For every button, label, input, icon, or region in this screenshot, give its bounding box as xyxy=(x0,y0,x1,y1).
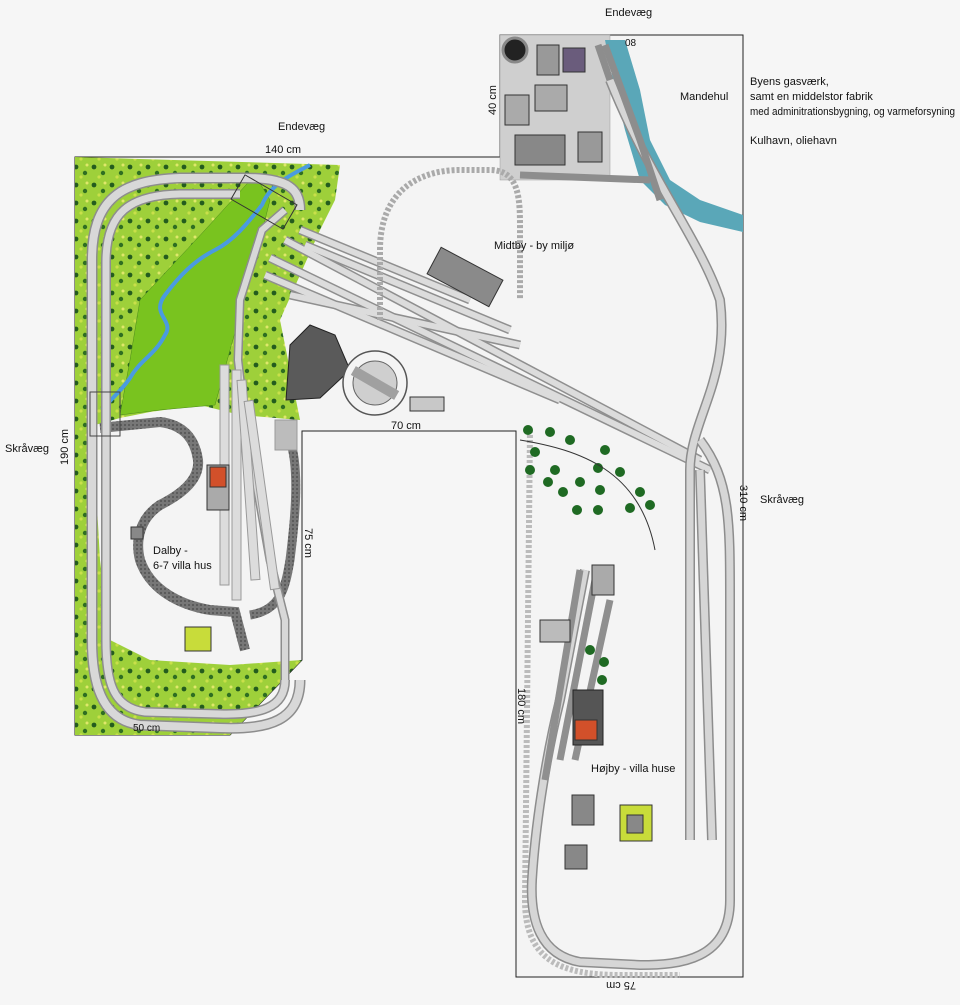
dalby-red-roof xyxy=(209,466,227,488)
label-info-1: Byens gasværk, xyxy=(750,76,829,88)
gasworks-building-2 xyxy=(562,47,586,73)
gas-holder xyxy=(501,36,529,64)
river xyxy=(100,163,311,412)
label-mandehul: Mandehul xyxy=(680,91,728,103)
bridge-left xyxy=(89,391,121,437)
turntable-bridge xyxy=(350,366,400,400)
gasworks-building-4 xyxy=(504,94,530,126)
label-info-4: Kulhavn, oliehavn xyxy=(750,135,837,147)
label-dim-75-bottom: 75 cm xyxy=(606,979,636,991)
midtby-building xyxy=(426,246,504,308)
left-lower-landscape xyxy=(75,470,302,735)
label-midtby: Midtby - by miljø xyxy=(494,240,574,252)
label-dalby-2: 6-7 villa hus xyxy=(153,560,212,572)
label-wall-top: Endevæg xyxy=(605,7,652,19)
label-dim-140: 140 cm xyxy=(265,144,301,156)
gasworks-building-1 xyxy=(536,44,560,76)
dalby-house-small xyxy=(130,526,144,540)
label-hojby: Højby - villa huse xyxy=(591,763,675,775)
label-dim-180: 180 cm xyxy=(515,688,527,724)
villa-2 xyxy=(564,844,588,870)
label-wall-left: Skråvæg xyxy=(5,443,49,455)
label-dim-70: 70 cm xyxy=(391,420,421,432)
hojby-tower xyxy=(591,564,615,596)
label-info-3: med adminitrationsbygning, og varmeforsy… xyxy=(750,106,955,118)
villa-1 xyxy=(571,794,595,826)
gasworks-building-3 xyxy=(534,84,568,112)
dalby-road xyxy=(99,416,250,652)
label-dim-190: 190 cm xyxy=(59,429,71,465)
gasworks-sidings xyxy=(519,43,664,202)
dalby-road-right xyxy=(249,438,301,620)
label-dim-310: 310 cm xyxy=(737,485,749,521)
label-dim-50: 50 cm xyxy=(133,723,160,734)
middle-path xyxy=(519,439,656,551)
gasworks-building-5 xyxy=(514,134,566,166)
yard-tracks-inner xyxy=(263,227,712,473)
gasworks-building-6 xyxy=(577,131,603,163)
label-dim-40: 40 cm xyxy=(487,85,499,115)
hojby-red-roof xyxy=(574,719,598,741)
roundhouse xyxy=(285,324,351,401)
middle-trees xyxy=(523,425,655,685)
bridge-top xyxy=(230,174,298,230)
shed-by-turntable xyxy=(409,396,445,412)
label-wall-right: Skråvæg xyxy=(760,494,804,506)
dalby-house xyxy=(184,626,212,652)
label-dim-75-left: 75 cm xyxy=(302,528,314,558)
label-dim-08: 08 xyxy=(625,38,637,49)
villa-yellow-house xyxy=(626,814,644,834)
hojby-shed xyxy=(539,619,571,643)
label-dalby-1: Dalby - xyxy=(153,545,188,557)
label-wall-left-top: Endevæg xyxy=(278,121,325,133)
hidden-loop-bottom xyxy=(521,429,680,978)
label-info-2: samt en middelstor fabrik xyxy=(750,91,873,103)
hidden-loop xyxy=(377,167,523,320)
